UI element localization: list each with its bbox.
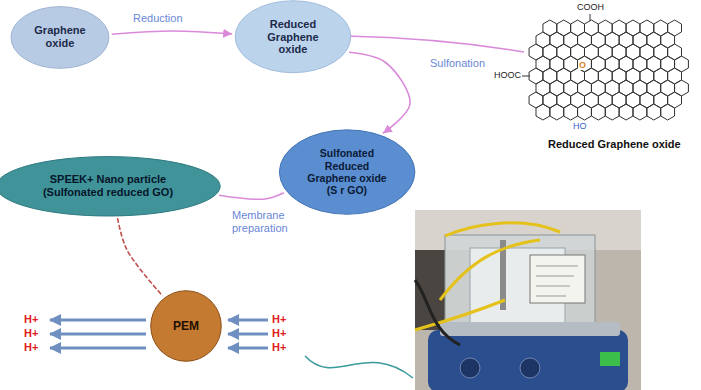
text-block: Sulfonated Reduced Graphene oxide (S r G… [303, 147, 391, 197]
bond-line [522, 76, 530, 77]
black-cable [415, 280, 460, 345]
edge-label: Membrane preparation [232, 209, 304, 234]
connector-line [118, 218, 163, 296]
note-line [536, 296, 566, 297]
proton-arrow [50, 333, 146, 336]
stirrer-plate [440, 322, 620, 336]
proton-arrow [228, 333, 268, 336]
leader-line [305, 356, 413, 378]
proton-arrow [50, 347, 146, 350]
proton-arrow [228, 319, 268, 322]
hexagon-ring [550, 104, 564, 120]
power-switch [600, 352, 620, 366]
proton-label: H+ [24, 313, 38, 326]
node-text: Reduced Graphene oxide [255, 18, 331, 57]
node-text: PEM [173, 319, 199, 333]
stirrer-knob [460, 358, 480, 378]
leader-line [346, 36, 524, 52]
connector-line [112, 31, 232, 34]
hexagon-ring [619, 104, 633, 120]
atom-label: O [578, 60, 587, 70]
group-label: HO [572, 121, 588, 131]
ellipse-shape [0, 156, 220, 215]
pem-circle: PEM [150, 290, 222, 362]
hexagon-ring [536, 104, 550, 120]
edge-label: Sulfonation [430, 57, 485, 70]
proton-label: H+ [272, 313, 286, 326]
ellipse-shape [151, 291, 222, 362]
figure-caption: Reduced Graphene oxide [548, 138, 681, 151]
hexagon-ring [564, 104, 578, 120]
connector-line [349, 52, 410, 133]
node-text: SPEEK+ Nano particle (Sulfonated reduced… [22, 173, 194, 199]
edge-label: Reduction [133, 12, 183, 25]
stirrer-knob [520, 358, 540, 378]
start-ellipse: Graphene oxide [10, 6, 110, 69]
bond-line [590, 14, 591, 21]
text-block: Reduced Graphene oxide [255, 18, 331, 57]
process-ellipse: Reduced Graphene oxide [234, 0, 352, 73]
hexagon-ring [661, 104, 675, 120]
text-block: Graphene oxide [25, 24, 95, 50]
process-ellipse: Sulfonated Reduced Graphene oxide (S r G… [278, 129, 416, 215]
note-line [536, 286, 570, 287]
group-label: COOH [577, 2, 604, 12]
proton-arrow [50, 319, 146, 322]
hexagon-ring [605, 104, 619, 120]
hexagon-ring [633, 104, 647, 120]
note-line [536, 266, 578, 267]
membrane-ellipse: SPEEK+ Nano particle (Sulfonated reduced… [0, 156, 222, 217]
node-text: Graphene oxide [25, 24, 95, 50]
proton-label: H+ [272, 327, 286, 340]
note-line [536, 276, 574, 277]
text-block: SPEEK+ Nano particle (Sulfonated reduced… [22, 173, 194, 199]
ellipse-shape [235, 1, 351, 73]
proton-label: H+ [24, 327, 38, 340]
proton-label: H+ [24, 341, 38, 354]
hexagon-ring [591, 104, 605, 120]
hexagon-ring [578, 104, 592, 120]
stirrer-base [428, 330, 628, 390]
note-paper [530, 255, 585, 303]
graphene-lattice [529, 20, 688, 120]
node-text: Sulfonated Reduced Graphene oxide (S r G… [303, 147, 391, 197]
ellipse-shape [11, 6, 109, 68]
hexagon-ring [647, 104, 661, 120]
yellow-wire [440, 240, 540, 300]
ellipse-shape [279, 130, 415, 214]
group-label: HOOC [494, 70, 521, 80]
text-block: PEM [173, 319, 199, 333]
proton-label: H+ [272, 341, 286, 354]
connector-line [219, 193, 284, 199]
apparatus-photo [415, 210, 641, 390]
proton-arrow [228, 347, 268, 350]
yellow-wire [445, 223, 560, 236]
